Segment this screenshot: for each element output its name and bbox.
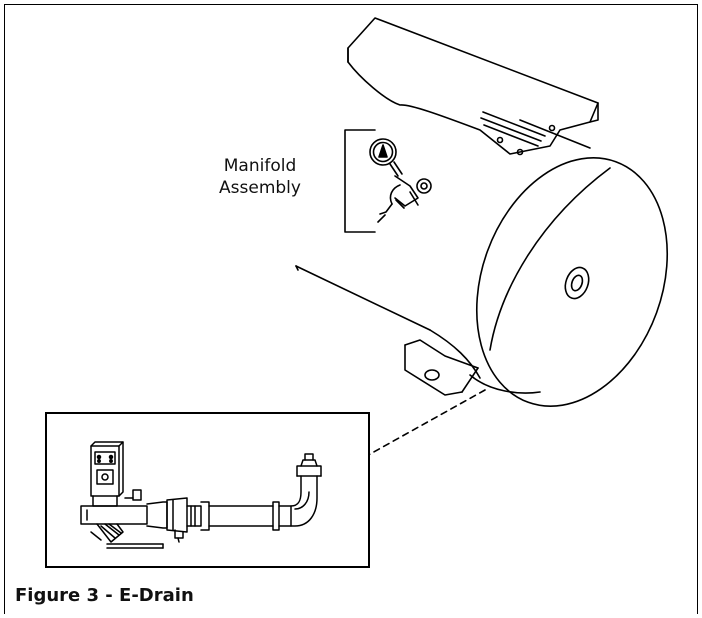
manifold-label-line2: Assembly xyxy=(219,178,301,198)
mounting-plate-icon xyxy=(347,17,599,156)
air-receiver-tank-icon xyxy=(295,119,669,407)
tank-foot-icon xyxy=(404,339,479,396)
manifold-assembly-label: Manifold Assembly xyxy=(195,155,325,199)
figure-frame xyxy=(4,4,698,614)
figure-caption: Figure 3 - E-Drain xyxy=(15,585,194,606)
manifold-assembly-icon xyxy=(369,138,432,223)
edrain-inset xyxy=(45,412,370,568)
manifold-label-line1: Manifold xyxy=(223,156,297,176)
electronic-drain-valve-icon xyxy=(80,441,322,549)
manifold-bracket xyxy=(344,129,376,233)
